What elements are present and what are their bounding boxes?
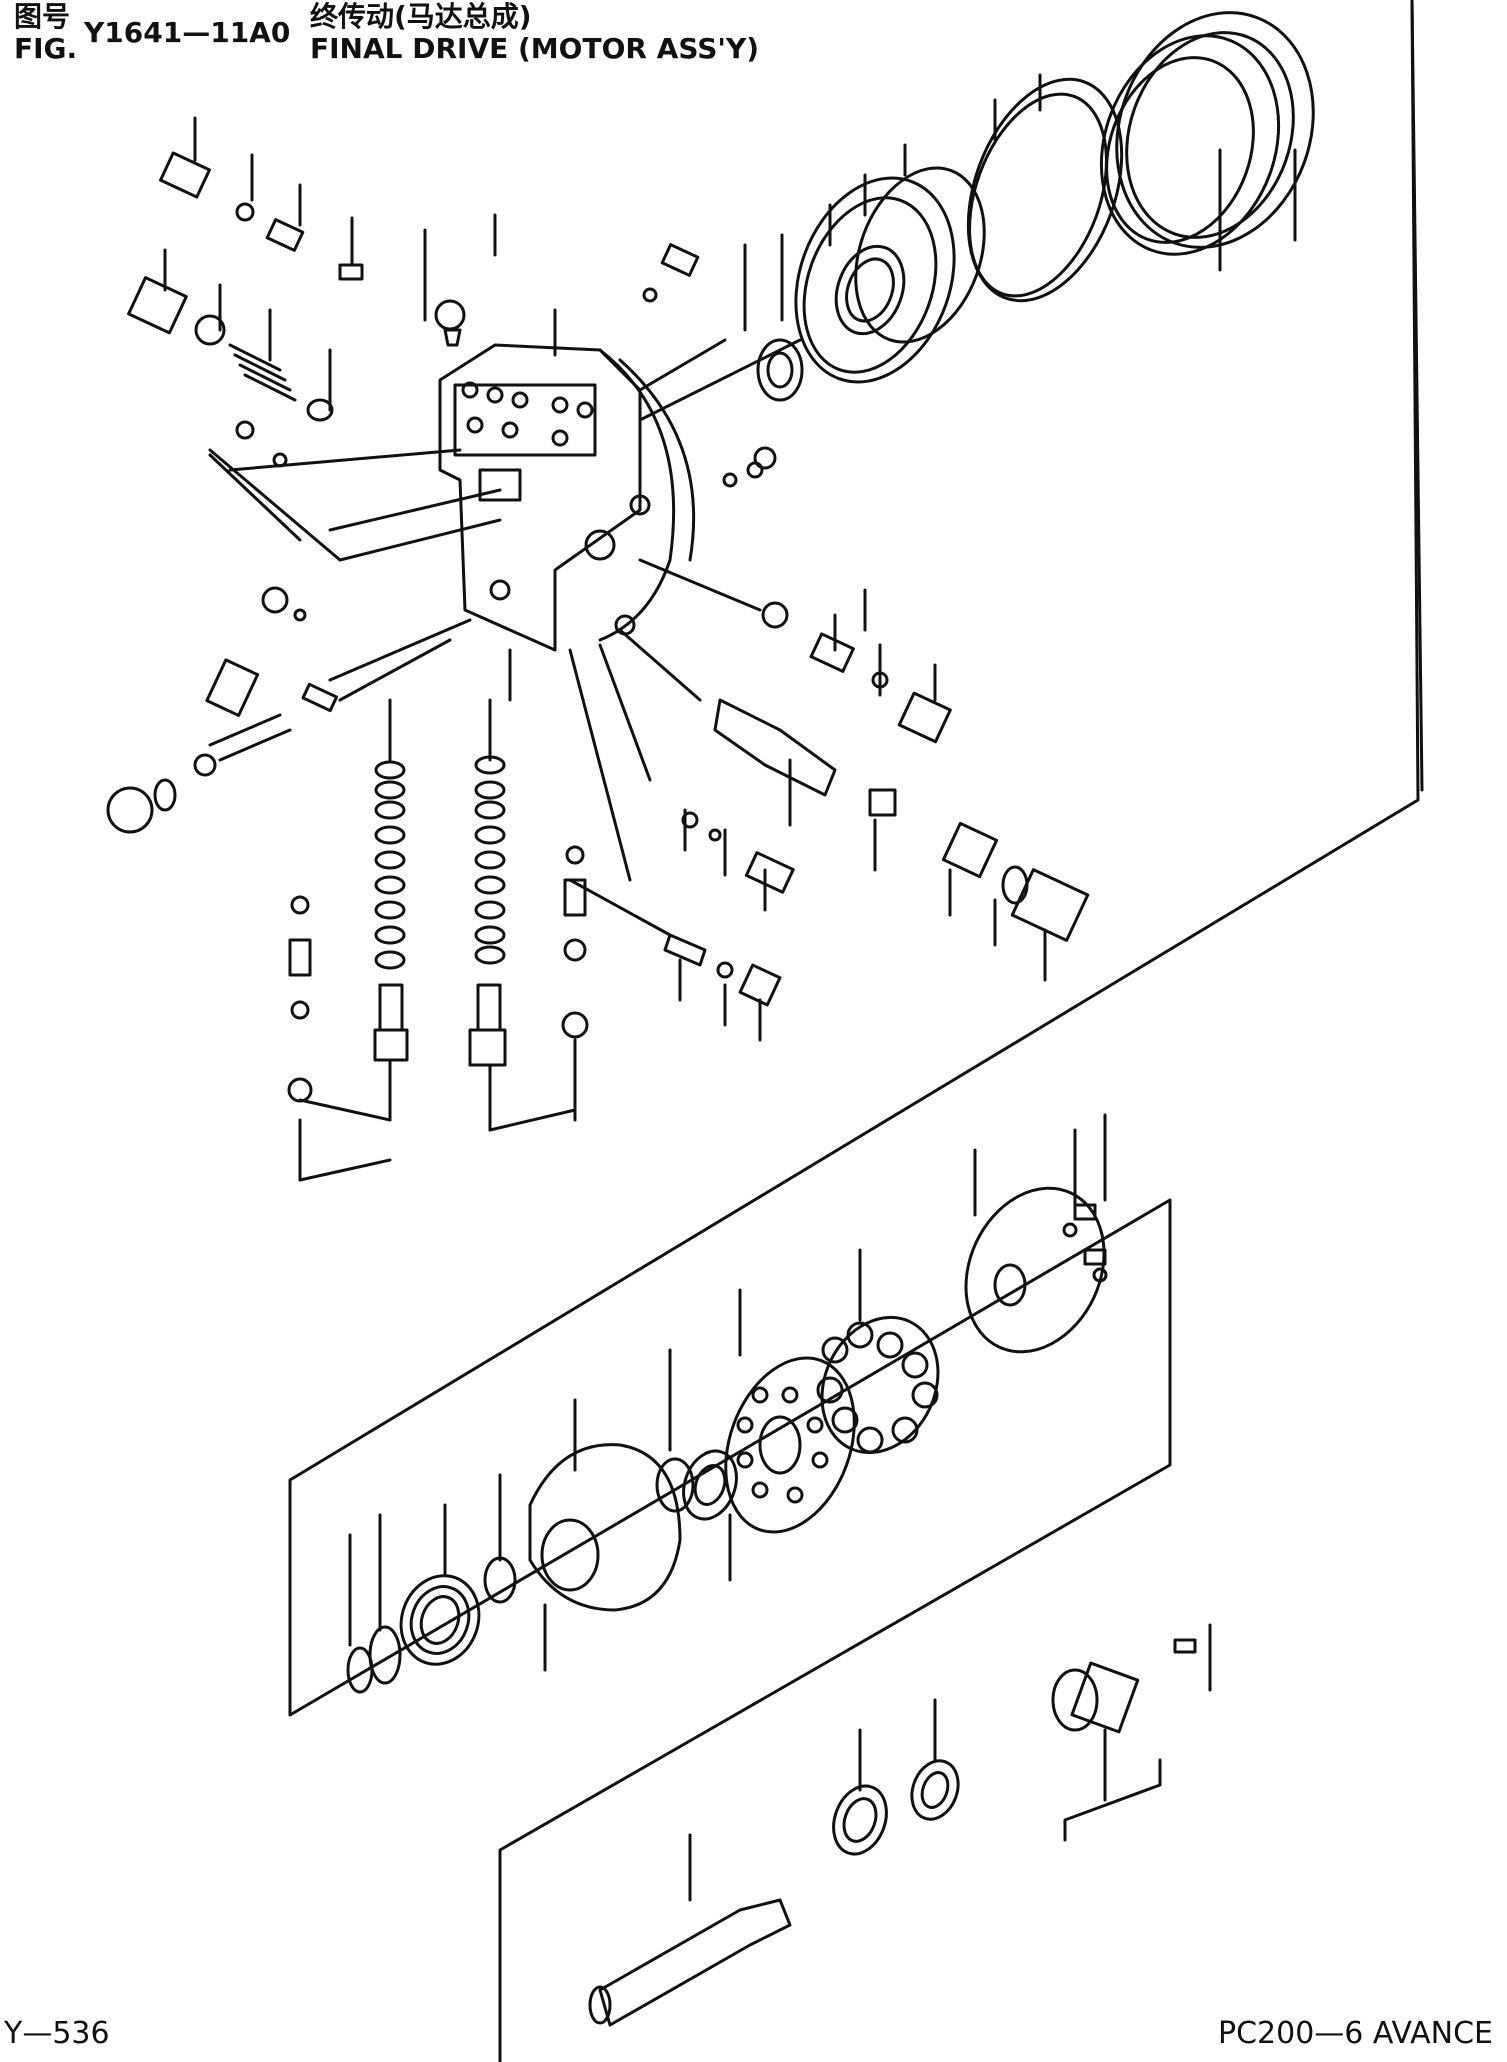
leader-lines-lower <box>348 1113 1212 1902</box>
page-number: Y—536 <box>4 2016 110 2051</box>
ring-gear-assembly <box>756 11 1315 402</box>
fig-label-cn: 图号 <box>14 0 71 33</box>
left-ring-stacks <box>287 755 589 1103</box>
cylinder-block-group <box>346 1186 1108 1694</box>
title-en: FINAL DRIVE (MOTOR ASS'Y) <box>310 32 760 65</box>
title-cn: 终传动(马达总成) <box>310 0 532 33</box>
fig-label-en: FIG. <box>14 32 78 65</box>
shaft-and-bearings <box>588 1638 1197 2027</box>
left-plug-parts <box>127 151 466 622</box>
model-name: PC200—6 AVANCE <box>1218 2016 1493 2051</box>
leader-lines-upper <box>163 73 1297 1182</box>
right-valve-parts <box>642 243 1090 1007</box>
diagram-frame <box>288 0 1424 2062</box>
fig-number: Y1641—11A0 <box>84 16 291 49</box>
motor-housing <box>438 343 696 652</box>
spool-and-retainer <box>106 658 339 834</box>
